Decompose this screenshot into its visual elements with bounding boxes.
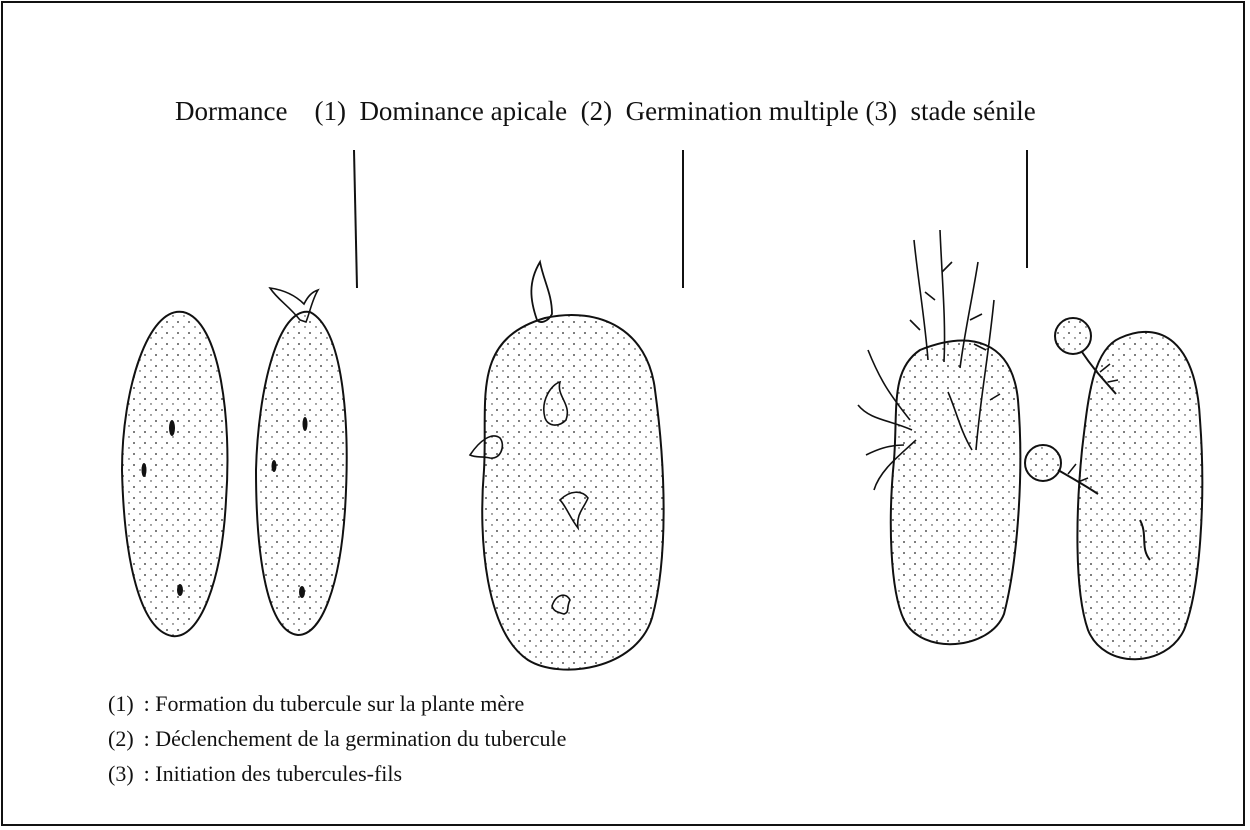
legend-number: (1) [108, 686, 134, 721]
legend-number: (2) [108, 721, 134, 756]
legend-text: : Initiation des tubercules-fils [144, 756, 402, 791]
apical-dominance-tuber [470, 262, 664, 670]
legend-text: : Formation du tubercule sur la plante m… [144, 686, 525, 721]
dormant-tuber [122, 312, 227, 636]
sprouting-tuber [256, 288, 347, 635]
legend-text: : Déclenchement de la germination du tub… [144, 721, 567, 756]
multiple-germination-tuber [858, 230, 1020, 644]
legend-number: (3) [108, 756, 134, 791]
senile-tuber [1025, 318, 1202, 659]
legend: (1) : Formation du tubercule sur la plan… [108, 686, 566, 791]
legend-item-3: (3) : Initiation des tubercules-fils [108, 756, 566, 791]
stage-divider-1 [354, 150, 357, 288]
legend-item-1: (1) : Formation du tubercule sur la plan… [108, 686, 566, 721]
legend-item-2: (2) : Déclenchement de la germination du… [108, 721, 566, 756]
